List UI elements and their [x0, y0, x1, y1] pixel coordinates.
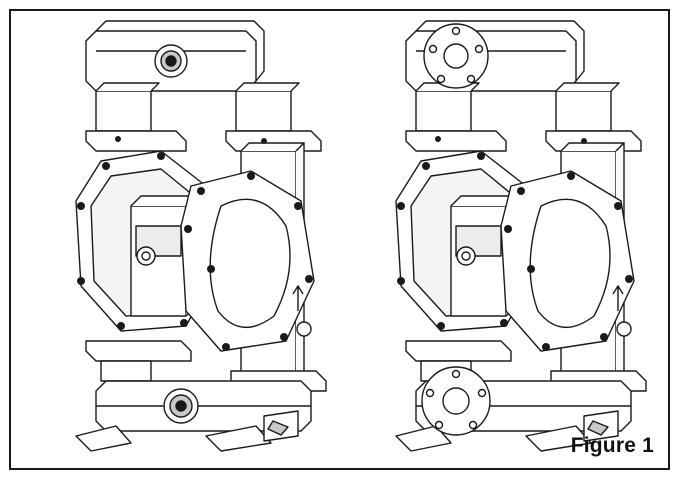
pump-flanged-ports	[395, 20, 647, 452]
figure-caption: Figure 1	[570, 434, 654, 457]
figure-frame: Figure 1	[9, 9, 670, 470]
pump-illustrations	[75, 20, 647, 452]
pump-threaded-ports	[75, 20, 327, 452]
flanged-port	[421, 23, 491, 436]
threaded-port	[154, 44, 199, 424]
